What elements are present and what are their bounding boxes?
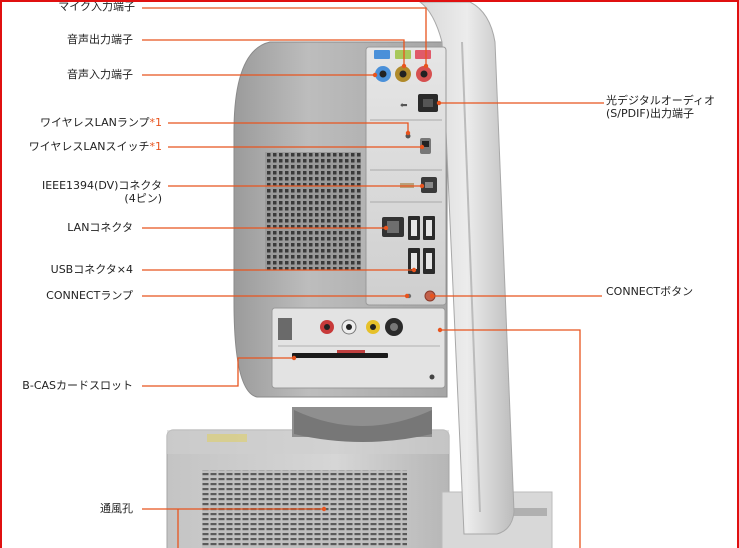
audio-out-jack [395,66,411,82]
connector-panel-upper: ⬅ [365,46,447,306]
bcas-card-slot [292,353,388,358]
audio-in-jack [375,66,391,82]
label-usb: USBコネクタ×4 [50,263,133,276]
label-vent: 通風孔 [100,502,133,515]
label-ieee1394-line2: (4ピン) [124,192,162,205]
asterisk-note-1: *1 [149,116,163,129]
label-wlan-switch-text: ワイヤレスLANスイッチ [28,140,150,153]
label-audio-out: 音声出力端子 [67,33,133,46]
callout-line-mic-in [142,7,427,66]
label-lan: LANコネクタ [67,221,133,234]
callout-dots [291,63,443,512]
label-wlan-switch: ワイヤレスLANスイッチ*1 [29,140,162,153]
label-ieee1394-line1: IEEE1394(DV)コネクタ [41,179,162,192]
connector-panel-lower [271,307,446,389]
usb-ports [408,216,435,274]
callout-line-audio-out [142,39,405,66]
label-optical: 光デジタルオーディオ (S/PDIF)出力端子 [606,94,715,120]
svg-text:⬅: ⬅ [400,101,408,111]
callout-line-av-panel [440,329,581,548]
mic-in-jack [416,66,432,82]
label-ieee1394: IEEE1394(DV)コネクタ (4ピン) [42,179,162,205]
label-wlan-lamp-text: ワイヤレスLANランプ [40,116,150,129]
label-connect-button: CONNECTボタン [606,285,694,298]
label-optical-line1: 光デジタルオーディオ [606,94,716,107]
asterisk-note-2: *1 [149,140,163,153]
label-mic-in: マイク入力端子 [58,0,135,13]
label-connect-lamp: CONNECTランプ [46,289,133,302]
label-bcas: B-CASカードスロット [22,379,133,392]
callout-line-wlan-lamp [168,122,409,133]
label-wlan-lamp: ワイヤレスLANランプ*1 [40,116,162,129]
side-vent-grille [265,152,361,270]
label-optical-line2: (S/PDIF)出力端子 [606,107,694,120]
callout-line-bcas [142,357,294,387]
callout-lines [142,7,604,548]
label-audio-in: 音声入力端子 [67,68,133,81]
display-panel [419,2,515,535]
pc-neck [292,407,432,442]
